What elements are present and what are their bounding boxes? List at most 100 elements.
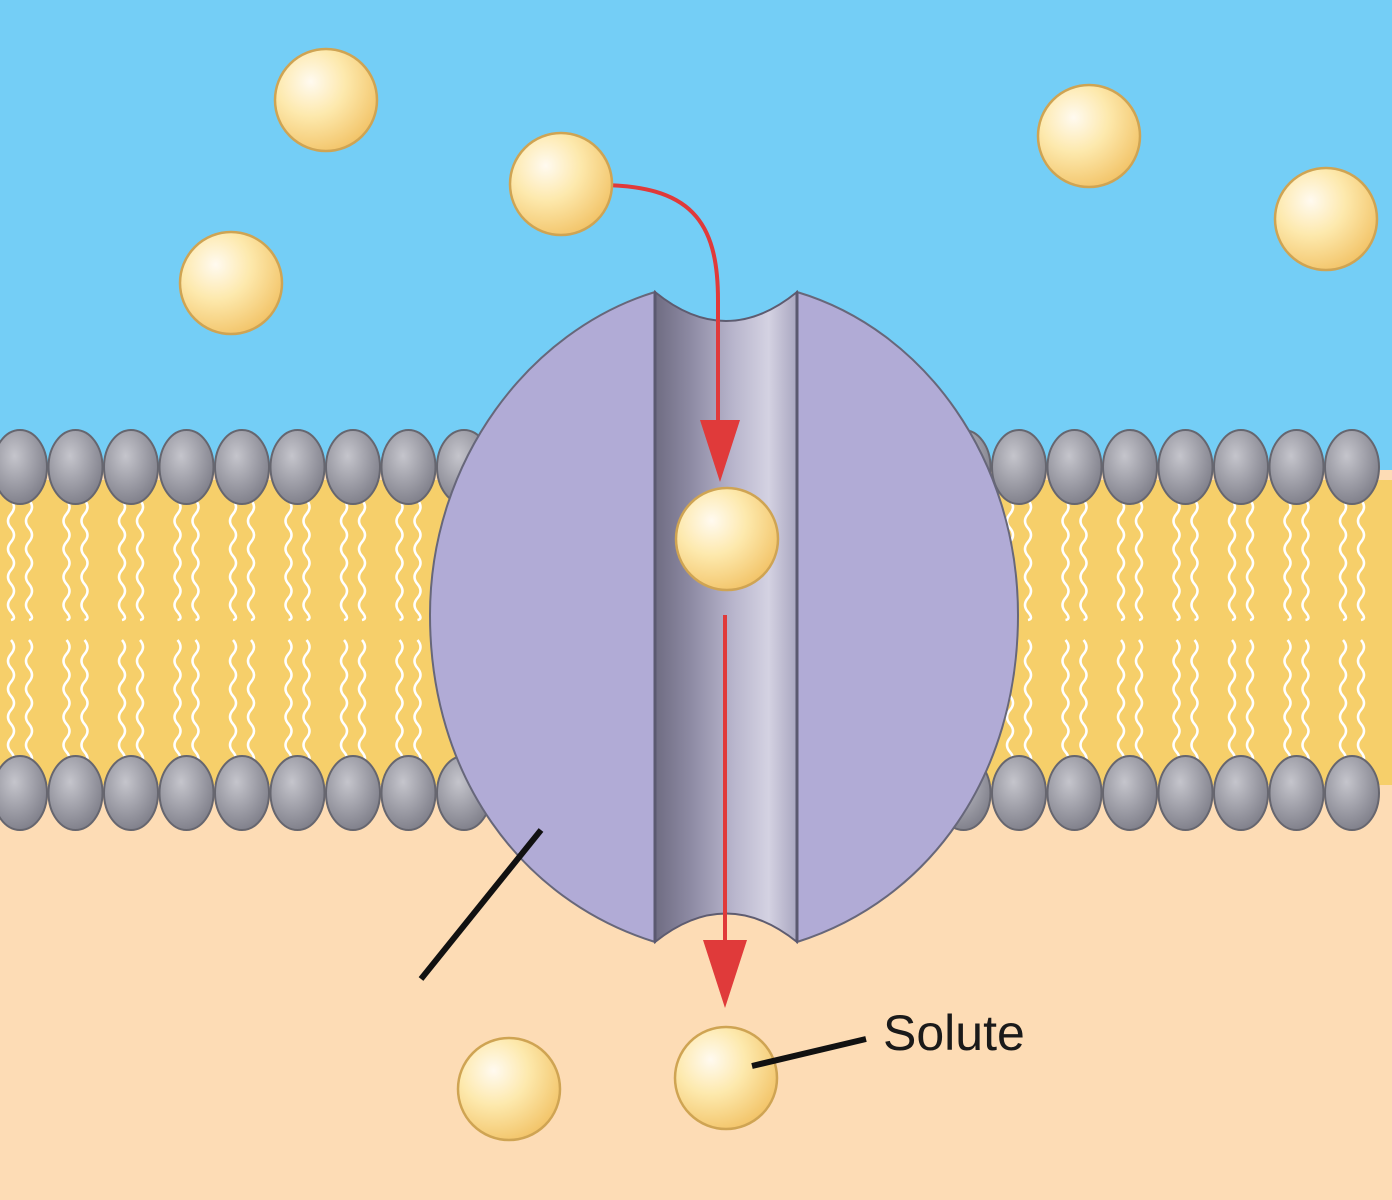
lipid-tail: [1172, 499, 1181, 622]
lipid-tail: [1079, 639, 1088, 766]
solute-molecule: [456, 1036, 562, 1142]
lipid-tail: [395, 639, 404, 766]
lipid-tail: [191, 499, 200, 622]
lipid-tail: [228, 639, 238, 766]
lipid-tail: [302, 499, 311, 622]
lipid-tail: [413, 639, 422, 766]
lipid-tail: [1061, 499, 1070, 622]
lipid-head: [1046, 429, 1103, 505]
arrow-upper-segment: [597, 183, 720, 450]
lipid-head: [0, 429, 48, 505]
lipid-tail: [117, 639, 127, 766]
lipid-tail: [1134, 639, 1144, 766]
lipid-tail: [1079, 499, 1088, 622]
lipid-head: [0, 755, 48, 831]
solute-molecule: [673, 1025, 779, 1131]
lipid-tail: [1023, 499, 1033, 622]
arrow-lower-head: [703, 940, 747, 1008]
lipid-tail: [339, 499, 349, 622]
lipid-tail: [1061, 639, 1070, 766]
lipid-tail: [1190, 639, 1199, 766]
solute-molecules: [178, 47, 1379, 1142]
lipid-tail: [1227, 639, 1237, 766]
lipid-head: [214, 429, 270, 505]
lipid-tail: [1301, 499, 1310, 622]
lipid-tail: [246, 639, 256, 766]
lipid-head: [380, 755, 437, 831]
solute-molecule: [273, 47, 379, 153]
lipid-tail: [62, 639, 71, 766]
lipid-tail: [1172, 639, 1181, 766]
lipid-tail: [173, 499, 182, 622]
lipid-tail: [173, 639, 182, 766]
lipid-tail: [1356, 639, 1366, 766]
lipid-tail: [1301, 639, 1310, 766]
lipid-tail: [24, 499, 34, 622]
lipid-tail: [228, 499, 238, 622]
lipid-tail: [6, 499, 16, 622]
lipid-head: [1213, 429, 1269, 505]
lipid-head: [991, 755, 1047, 831]
lipid-tail: [191, 639, 200, 766]
lipid-tail: [1116, 499, 1126, 622]
lipid-tails: [6, 499, 1366, 766]
lipid-tail: [246, 499, 256, 622]
solute-label: Solute: [883, 1005, 1025, 1061]
lipid-tail: [135, 499, 145, 622]
lipid-head: [325, 429, 381, 505]
lipid-tail: [339, 639, 349, 766]
lipid-head: [158, 755, 215, 831]
lipid-head: [158, 429, 215, 505]
lipid-head: [47, 429, 104, 505]
lipid-tail: [80, 499, 89, 622]
lipid-head: [1324, 429, 1380, 505]
channel-protein: [428, 289, 1020, 945]
lipid-head: [325, 755, 381, 831]
lipid-tail: [1134, 499, 1144, 622]
transport-arrow: [597, 183, 747, 1008]
lipid-tail: [1245, 499, 1255, 622]
protein-leader-line: [418, 828, 544, 981]
lipid-head: [1046, 755, 1103, 831]
lipid-tail: [1116, 639, 1126, 766]
solute-molecule: [1036, 83, 1142, 189]
lipid-head: [269, 755, 326, 831]
lipid-tail: [357, 639, 367, 766]
solute-molecule: [674, 486, 780, 592]
lipid-tail: [1283, 639, 1292, 766]
lipid-head: [991, 429, 1047, 505]
lipid-tail: [413, 499, 422, 622]
lipid-tail: [80, 639, 89, 766]
lipid-head: [269, 429, 326, 505]
lipid-tail: [357, 499, 367, 622]
lipid-tail: [395, 499, 404, 622]
lipid-tail: [1227, 499, 1237, 622]
lipid-tail: [62, 499, 71, 622]
solute-molecule: [508, 131, 614, 237]
lipid-head: [214, 755, 270, 831]
lipid-tail: [302, 639, 311, 766]
lipid-tail: [1338, 499, 1348, 622]
lipid-head: [380, 429, 437, 505]
channel-protein-body: [428, 290, 656, 944]
lipid-head: [47, 755, 104, 831]
lipid-head: [1157, 429, 1214, 505]
lipid-head: [1268, 755, 1325, 831]
lipid-tail: [24, 639, 34, 766]
lipid-head: [1268, 429, 1325, 505]
lipid-tail: [1356, 499, 1366, 622]
lipid-head: [103, 429, 159, 505]
lipid-head: [1213, 755, 1269, 831]
lipid-head: [1102, 755, 1158, 831]
lipid-tail: [1245, 639, 1255, 766]
lipid-tail: [284, 639, 293, 766]
lipid-head: [103, 755, 159, 831]
lipid-head: [1324, 755, 1380, 831]
solute-molecule: [1273, 166, 1379, 272]
lipid-tail: [117, 499, 127, 622]
lipid-tail: [1023, 639, 1033, 766]
lipid-head: [1157, 755, 1214, 831]
arrow-upper-head: [700, 420, 740, 482]
lipid-tail: [1190, 499, 1199, 622]
